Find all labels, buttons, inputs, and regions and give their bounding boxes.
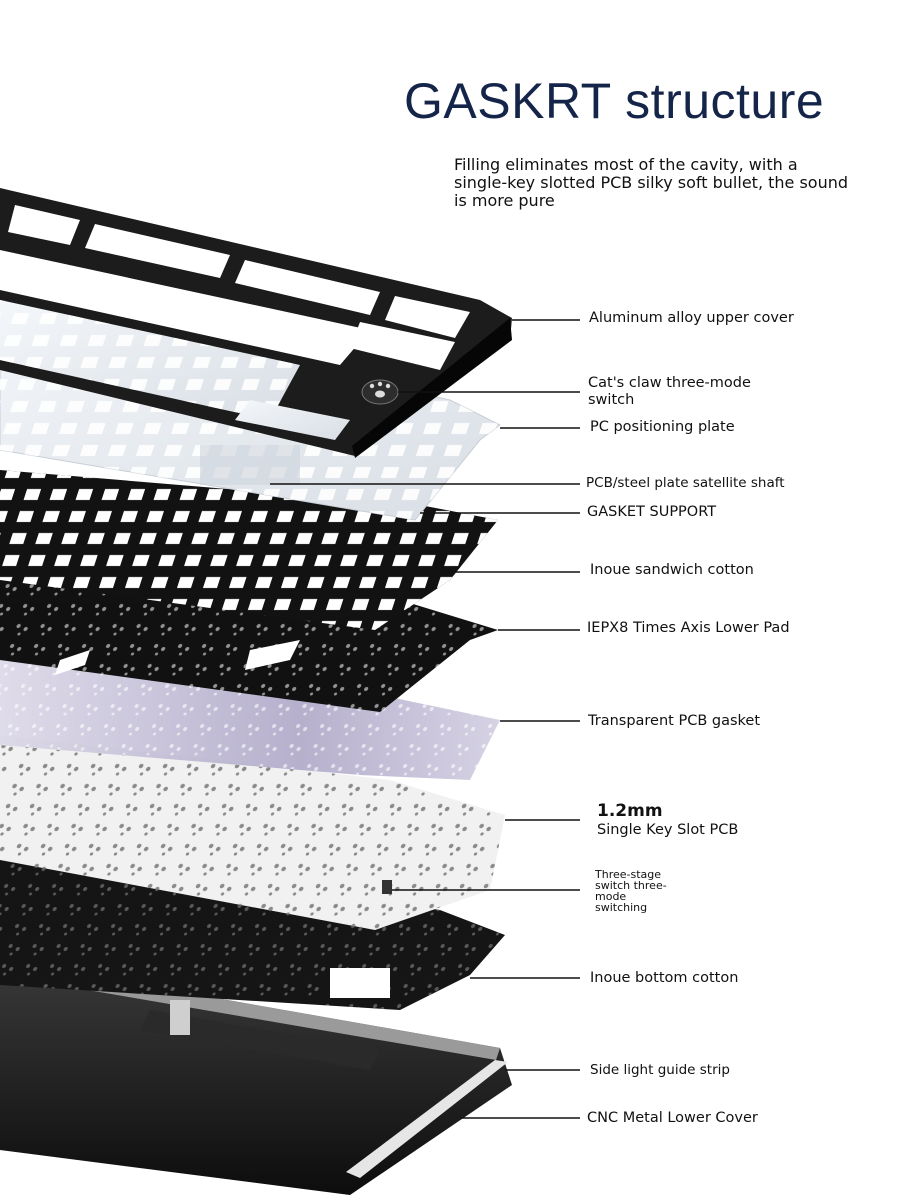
label-axis-lower-pad: IEPX8 Times Axis Lower Pad bbox=[587, 620, 790, 636]
leader-lines bbox=[270, 319, 580, 1119]
label-pcb-group: 1.2mm Single Key Slot PCB bbox=[597, 800, 738, 839]
pcb-shape bbox=[0, 735, 505, 930]
label-pcb-thickness: 1.2mm bbox=[597, 801, 663, 821]
label-satellite-shaft: PCB/steel plate satellite shaft bbox=[586, 475, 785, 491]
label-light-strip: Side light guide strip bbox=[590, 1062, 730, 1078]
label-pcb-gasket: Transparent PCB gasket bbox=[588, 713, 761, 729]
label-pc-plate: PC positioning plate bbox=[590, 419, 735, 435]
label-mode-switch: Cat's claw three-mode switch bbox=[588, 375, 751, 408]
cat-claw-switch-shape bbox=[361, 379, 399, 405]
label-bottom-cotton: Inoue bottom cotton bbox=[590, 970, 739, 986]
label-lower-cover: CNC Metal Lower Cover bbox=[587, 1110, 758, 1126]
label-three-stage: Three-stage switch three-mode switching bbox=[595, 868, 667, 914]
page-subtitle: Filling eliminates most of the cavity, w… bbox=[454, 155, 849, 210]
upper-cover-shape bbox=[0, 188, 512, 458]
label-pcb: Single Key Slot PCB bbox=[597, 822, 739, 838]
label-sandwich-cotton: Inoue sandwich cotton bbox=[590, 562, 754, 578]
page-title: GASKRT structure bbox=[404, 73, 825, 129]
label-upper-cover: Aluminum alloy upper cover bbox=[589, 310, 794, 326]
pcb-gasket-shape bbox=[0, 655, 500, 780]
label-gasket-support: GASKET SUPPORT bbox=[587, 504, 717, 520]
